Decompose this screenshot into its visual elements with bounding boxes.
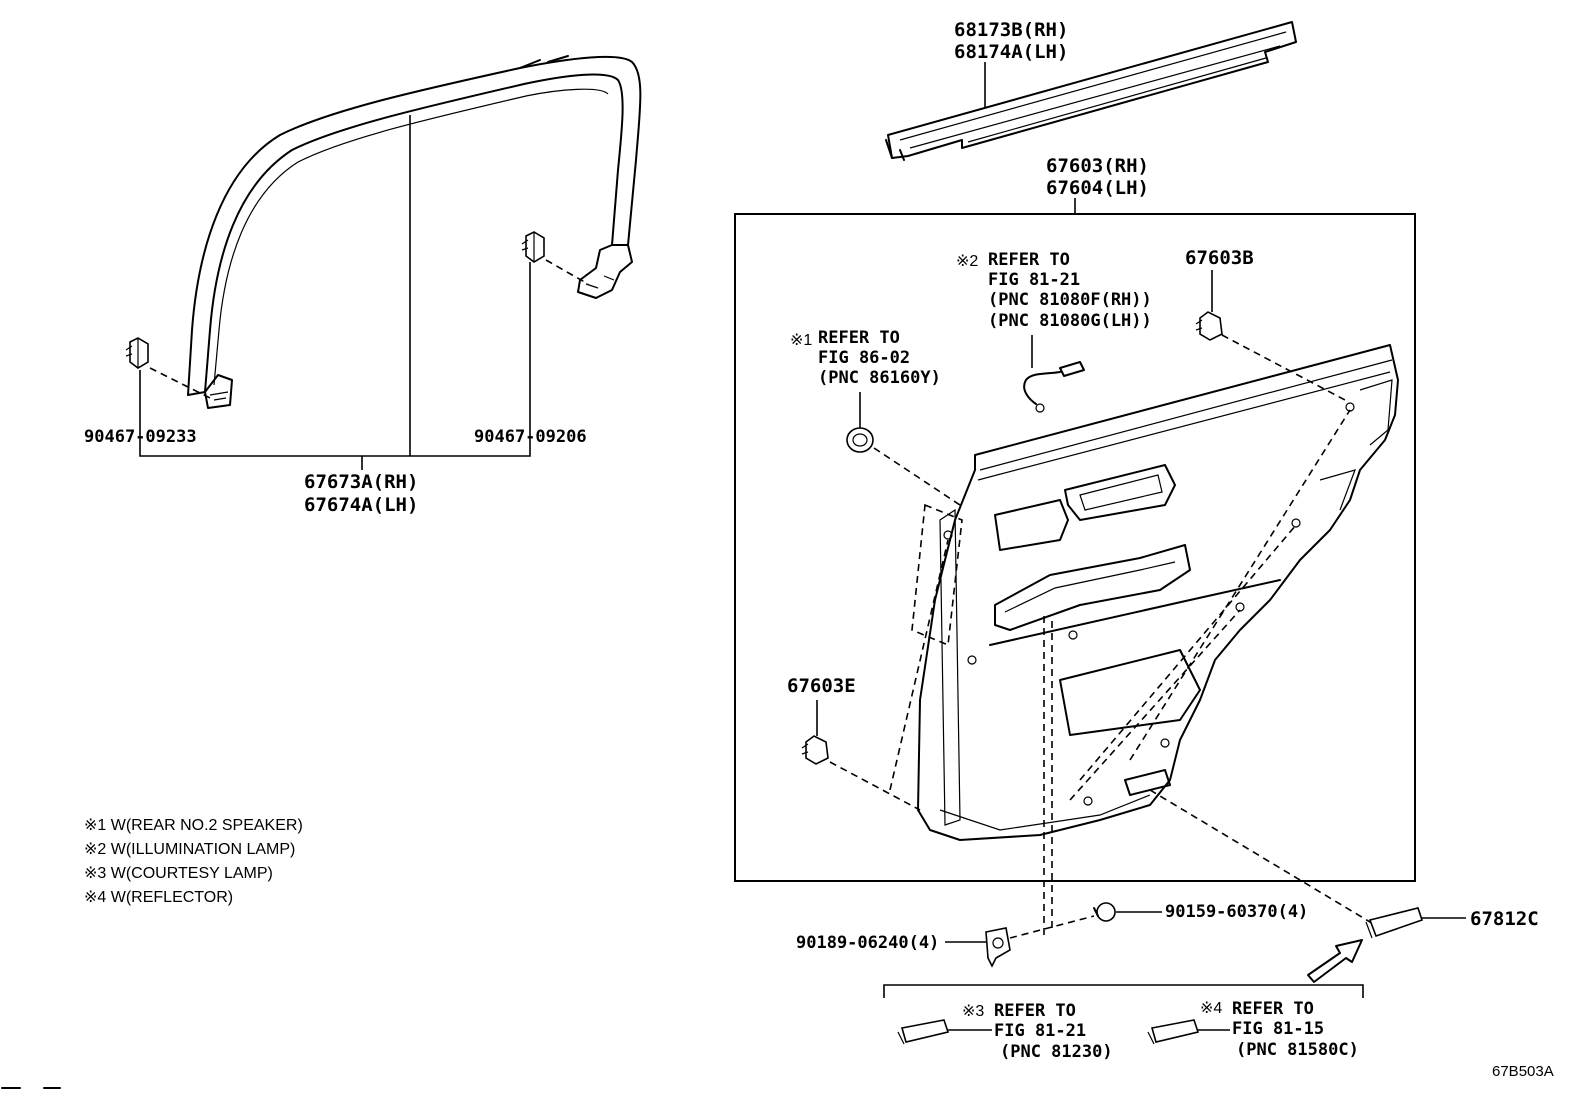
door-trim-label-lh[interactable]: 67604(LH): [1046, 177, 1149, 199]
ref3-line1[interactable]: REFER TO: [994, 1001, 1076, 1021]
arrow-icon: [1307, 939, 1363, 983]
courtesy-lamp-icon[interactable]: [897, 1019, 950, 1045]
bracket-90189-06240-icon[interactable]: [985, 927, 1011, 968]
belt-moulding[interactable]: [885, 21, 1297, 161]
clip-90467-09206-icon[interactable]: [521, 231, 545, 263]
ref2-line3[interactable]: (PNC 81080F(RH)): [988, 290, 1152, 310]
note-1: ※1 W(REAR NO.2 SPEAKER): [84, 817, 303, 834]
ref1-line3[interactable]: (PNC 86160Y): [818, 368, 941, 388]
screw-label[interactable]: 90159-60370(4): [1165, 902, 1308, 922]
clip-90467-09206-label[interactable]: 90467-09206: [474, 427, 587, 447]
ref3-mark: ※3: [962, 1003, 984, 1020]
clip-67603E-label[interactable]: 67603E: [787, 675, 856, 697]
ref2-line4[interactable]: (PNC 81080G(LH)): [988, 311, 1152, 331]
weatherstrip-label-lh[interactable]: 67674A(LH): [304, 494, 418, 516]
figure-code: 67B503A: [1492, 1063, 1554, 1080]
reflector-icon[interactable]: [1147, 1019, 1200, 1045]
ref1-line2[interactable]: FIG 86-02: [818, 348, 910, 368]
ref2-mark: ※2: [956, 253, 978, 270]
ref4-line3[interactable]: (PNC 81580C): [1236, 1040, 1359, 1060]
note-2: ※2 W(ILLUMINATION LAMP): [84, 841, 295, 858]
note-4: ※4 W(REFLECTOR): [84, 889, 233, 906]
ref2-line1[interactable]: REFER TO: [988, 250, 1070, 270]
bracket-label[interactable]: 90189-06240(4): [796, 933, 939, 953]
ref2-line2[interactable]: FIG 81-21: [988, 270, 1080, 290]
speaker-icon[interactable]: [846, 427, 874, 453]
ref3-line3[interactable]: (PNC 81230): [1000, 1042, 1113, 1062]
ref4-line1[interactable]: REFER TO: [1232, 999, 1314, 1019]
belt-moulding-label-rh[interactable]: 68173B(RH): [954, 19, 1068, 41]
note-3: ※3 W(COURTESY LAMP): [84, 865, 273, 882]
ref4-line2[interactable]: FIG 81-15: [1232, 1019, 1324, 1039]
ref1-mark: ※1: [790, 332, 812, 349]
ref1-line1[interactable]: REFER TO: [818, 328, 900, 348]
door-trim-label-rh[interactable]: 67603(RH): [1046, 155, 1149, 177]
clip-90467-09233-label[interactable]: 90467-09233: [84, 427, 197, 447]
lamp-cover-label[interactable]: 67812C: [1470, 908, 1539, 930]
screw-90159-60370-icon[interactable]: [1093, 902, 1116, 922]
weatherstrip-assy[interactable]: [187, 55, 642, 409]
ref4-mark: ※4: [1200, 1000, 1222, 1017]
weatherstrip-label-rh[interactable]: 67673A(RH): [304, 471, 418, 493]
clip-67603E-icon[interactable]: [801, 735, 829, 765]
lamp-cover-67812C-icon[interactable]: [1365, 907, 1424, 939]
belt-moulding-label-lh[interactable]: 68174A(LH): [954, 41, 1068, 63]
clip-67603B-label[interactable]: 67603B: [1185, 247, 1254, 269]
illumination-lamp-icon[interactable]: [1023, 361, 1085, 413]
ref3-line2[interactable]: FIG 81-21: [994, 1021, 1086, 1041]
door-trim-panel[interactable]: [917, 344, 1399, 841]
clip-67603B-icon[interactable]: [1195, 311, 1223, 341]
clip-90467-09233-icon[interactable]: [125, 337, 149, 369]
